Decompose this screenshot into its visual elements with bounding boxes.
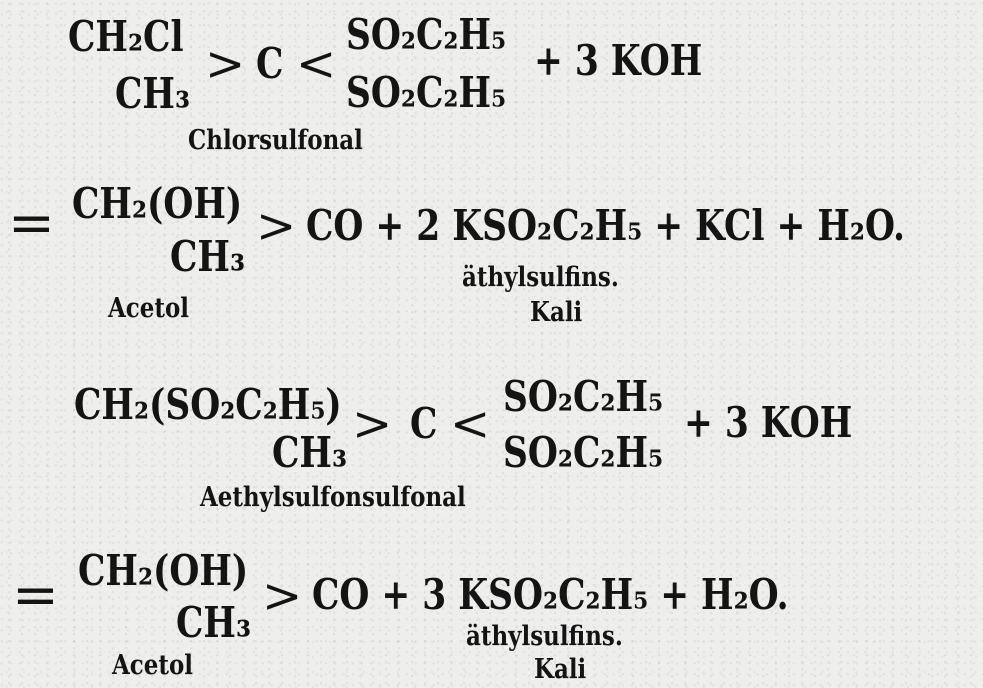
greater-than-bracket: > xyxy=(205,36,246,92)
methyl-group: CH₃ xyxy=(170,232,246,281)
sulfonyl-group-top: SO₂C₂H₅ xyxy=(503,372,664,421)
methyl-group: CH₃ xyxy=(115,69,191,118)
product-equation: CO + 3 KSO₂C₂H₅ + H₂O. xyxy=(312,570,789,619)
less-than-bracket: < xyxy=(450,396,491,452)
salt-name-line-1: äthylsulfins. xyxy=(466,621,623,652)
equals-sign: = xyxy=(8,191,55,256)
central-carbon: C xyxy=(256,39,284,88)
methyl-group: CH₃ xyxy=(176,598,252,647)
salt-name-line-1: äthylsulfins. xyxy=(462,262,619,293)
less-than-bracket: < xyxy=(296,36,337,92)
compound-name-chlorsulfonal: Chlorsulfonal xyxy=(188,125,363,156)
compound-name-aethylsulfonsulfonal: Aethylsulfonsulfonal xyxy=(200,482,466,513)
salt-name-line-2: Kali xyxy=(530,297,583,328)
hydroxymethyl-group: CH₂(OH) xyxy=(72,179,243,228)
sulfonylmethyl-group: CH₂(SO₂C₂H₅) xyxy=(74,380,342,429)
greater-than-bracket: > xyxy=(352,396,393,452)
central-carbon: C xyxy=(410,399,438,448)
sulfonyl-group-bottom: SO₂C₂H₅ xyxy=(346,68,507,117)
compound-name-acetol: Acetol xyxy=(112,650,194,681)
product-equation: CO + 2 KSO₂C₂H₅ + KCl + H₂O. xyxy=(306,201,905,250)
greater-than-bracket: > xyxy=(262,568,303,624)
compound-name-acetol: Acetol xyxy=(108,293,190,324)
reagent-koh: + 3 KOH xyxy=(534,36,703,85)
greater-than-bracket: > xyxy=(256,198,297,254)
reagent-koh: + 3 KOH xyxy=(684,398,853,447)
sulfonyl-group-bottom: SO₂C₂H₅ xyxy=(503,428,664,477)
sulfonyl-group-top: SO₂C₂H₅ xyxy=(346,10,507,59)
equals-sign: = xyxy=(12,563,59,628)
hydroxymethyl-group: CH₂(OH) xyxy=(78,546,249,595)
salt-name-line-2: Kali xyxy=(534,654,587,685)
methyl-group: CH₃ xyxy=(272,428,348,477)
chloromethyl-group: CH₂Cl xyxy=(68,12,184,61)
